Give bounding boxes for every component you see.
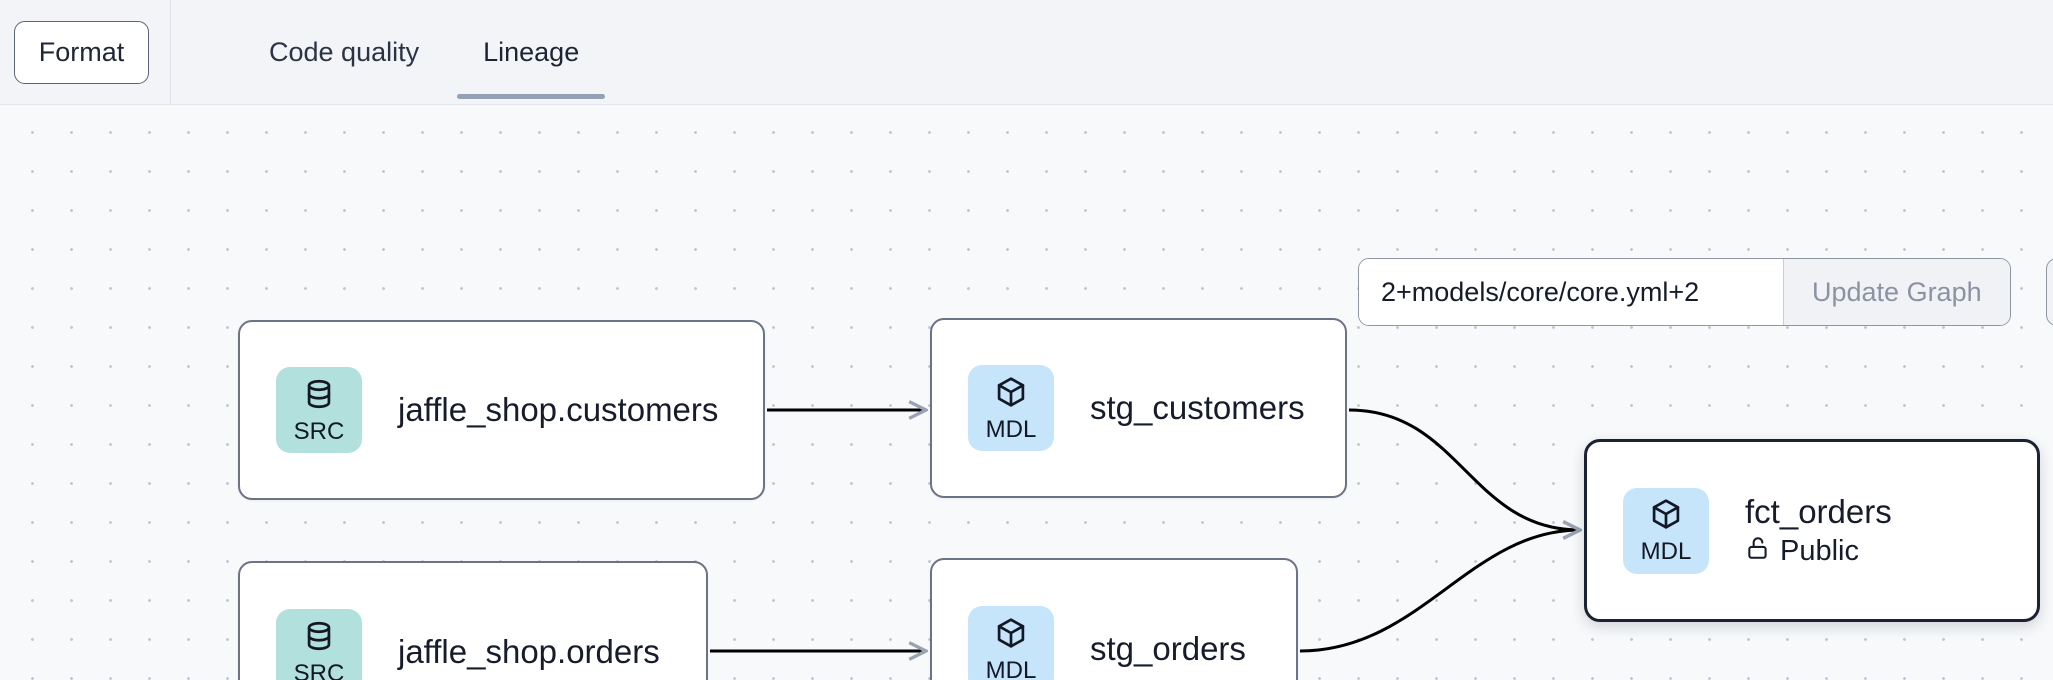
tab-bar: Code quality Lineage	[171, 0, 611, 104]
node-badge-label: SRC	[293, 659, 345, 680]
node-badge-label: MDL	[1640, 538, 1692, 565]
node-badge-label: MDL	[985, 415, 1037, 443]
node-badge-mdl: MDL	[968, 365, 1054, 451]
node-title: jaffle_shop.customers	[398, 391, 719, 429]
graph-control-overflow[interactable]	[2046, 258, 2053, 326]
unlock-icon	[1745, 535, 1771, 569]
lineage-node-stg-customers[interactable]: MDL stg_customers	[930, 318, 1347, 498]
graph-controls: Update Graph	[1358, 258, 2011, 326]
database-icon	[302, 619, 336, 658]
selector-input[interactable]	[1359, 259, 1783, 325]
toolbar-header: Format Code quality Lineage	[0, 0, 2053, 105]
tab-lineage[interactable]: Lineage	[451, 0, 611, 104]
node-title: jaffle_shop.orders	[398, 633, 660, 671]
node-access-row: Public	[1745, 535, 1892, 569]
node-badge-label: MDL	[985, 656, 1037, 680]
node-badge-src: SRC	[276, 367, 362, 453]
lineage-node-src-orders[interactable]: SRC jaffle_shop.orders	[238, 561, 708, 680]
node-body: stg_orders	[1090, 630, 1246, 668]
database-icon	[302, 377, 336, 416]
cube-icon	[1649, 497, 1683, 536]
node-badge-mdl: MDL	[1623, 487, 1709, 574]
lineage-node-fct-orders[interactable]: MDL fct_orders Public	[1584, 439, 2040, 622]
node-body: jaffle_shop.customers	[398, 391, 718, 429]
node-title: stg_orders	[1090, 630, 1246, 668]
node-body: stg_customers	[1090, 389, 1305, 427]
edge-stg-orders-to-fct-orders	[1299, 530, 1580, 653]
node-badge-mdl: MDL	[968, 606, 1054, 680]
update-graph-button[interactable]: Update Graph	[1783, 259, 2010, 325]
lineage-node-stg-orders[interactable]: MDL stg_orders	[930, 558, 1298, 680]
edge-stg-customers-to-fct-orders	[1348, 408, 1580, 530]
lineage-canvas[interactable]: SRC jaffle_shop.customers MDL stg_custom…	[0, 105, 2053, 680]
node-title: fct_orders	[1745, 492, 1892, 530]
format-button[interactable]: Format	[14, 20, 149, 84]
node-badge-src: SRC	[276, 609, 362, 680]
node-body: jaffle_shop.orders	[398, 633, 660, 671]
node-badge-label: SRC	[293, 417, 345, 445]
tab-code-quality[interactable]: Code quality	[269, 36, 420, 67]
node-body: fct_orders Public	[1745, 493, 1892, 569]
cube-icon	[994, 616, 1028, 655]
cube-icon	[994, 375, 1028, 414]
format-zone: Format	[0, 0, 171, 104]
node-access-label: Public	[1780, 534, 1859, 567]
node-title: stg_customers	[1090, 389, 1305, 427]
lineage-node-src-customers[interactable]: SRC jaffle_shop.customers	[238, 320, 765, 500]
